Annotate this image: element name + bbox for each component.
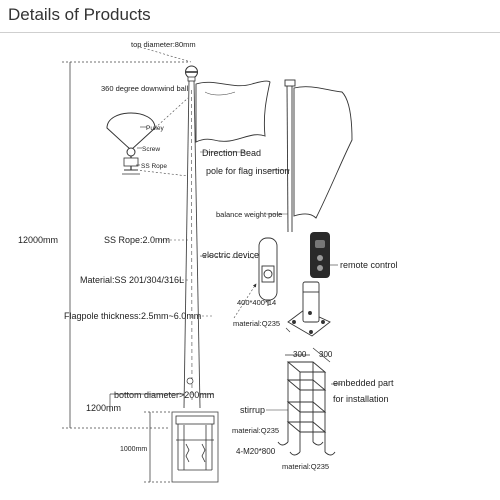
base-plate-illustration bbox=[285, 281, 331, 337]
label-ss-rope: SS Rope:2.0mm bbox=[104, 235, 170, 245]
height-dimension-line bbox=[62, 61, 190, 429]
label-base-plate-size: 400*400*14 bbox=[237, 298, 276, 307]
remote-control-icon bbox=[310, 232, 338, 278]
label-pulley: Pulley bbox=[146, 125, 164, 132]
label-material-plate: material:Q235 bbox=[233, 319, 280, 328]
label-direction-bead: Direction Bead bbox=[202, 148, 261, 158]
label-thickness: Flagpole thickness:2.5mm~6.0mm bbox=[64, 311, 201, 321]
label-material-stirrup: material:Q235 bbox=[232, 426, 279, 435]
flagpole-shaft bbox=[183, 79, 201, 409]
label-embedded-part: embedded part bbox=[333, 378, 394, 388]
label-top-diameter: top diameter:80mm bbox=[131, 40, 196, 49]
header-bar: Details of Products bbox=[0, 0, 500, 33]
dimension-300-lines bbox=[285, 347, 331, 363]
flag-insertion-pole bbox=[284, 79, 353, 233]
label-remote-control: remote control bbox=[340, 260, 398, 270]
electric-device-icon bbox=[199, 237, 278, 306]
foundation-block bbox=[144, 411, 219, 483]
label-bolts: 4-M20*800 bbox=[236, 447, 276, 456]
label-dim-300-a: 300 bbox=[293, 350, 307, 359]
top-ball bbox=[185, 65, 198, 82]
label-stirrup: stirrup bbox=[240, 405, 265, 415]
label-height-12000: 12000mm bbox=[18, 235, 58, 245]
flag bbox=[195, 80, 271, 143]
label-material-bolts: material:Q235 bbox=[282, 462, 329, 471]
label-for-installation: for installation bbox=[333, 394, 389, 404]
label-downwind-ball: 360 degree downwind ball bbox=[101, 84, 188, 93]
label-screw: Screw bbox=[142, 146, 160, 153]
downwind-ball-detail bbox=[106, 97, 189, 177]
label-electric-device: electric device bbox=[202, 250, 259, 260]
label-ss-rope-small: SS Rope bbox=[141, 163, 167, 170]
label-balance-weight-pole: balance weight pole bbox=[216, 210, 282, 219]
embedded-cage-illustration bbox=[277, 361, 336, 456]
label-bottom-diameter: bottom diameter>200mm bbox=[114, 390, 214, 400]
label-pole-flag-insertion: pole for flag insertion bbox=[206, 166, 290, 176]
page-title: Details of Products bbox=[8, 5, 151, 24]
label-material-ss: Material:SS 201/304/316L bbox=[80, 275, 184, 285]
label-leader-lines bbox=[139, 46, 290, 317]
label-height-1200: 1200mm bbox=[86, 403, 121, 413]
label-height-1000: 1000mm bbox=[120, 446, 147, 453]
label-dim-300-b: 300 bbox=[319, 350, 333, 359]
bottom-diameter-dimension bbox=[109, 377, 214, 412]
